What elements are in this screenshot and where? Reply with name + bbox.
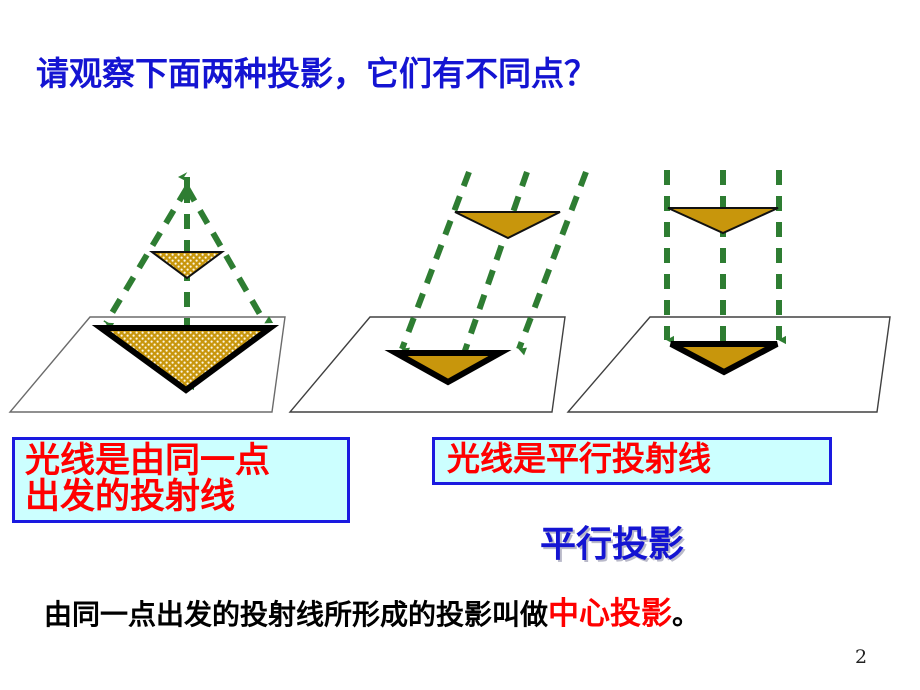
object-triangle [454,211,561,240]
light-rays [664,170,786,364]
orthographic-parallel-projection-diagram [566,170,891,413]
oblique-parallel-projection-diagram [288,170,589,413]
central-projection-callout: 光线是由同一点 出发的投射线 [12,437,350,523]
parallel-projection-callout: 光线是平行投射线 [432,437,832,485]
shadow-triangle [384,350,512,386]
definition-tail: 。 [672,598,701,631]
object-triangle [148,251,226,280]
light-rays [399,170,589,372]
page-title: 请观察下面两种投影，它们有不同点？ [36,54,597,93]
definition-lead: 由同一点出发的投射线所形成的投影叫做 [44,598,549,631]
parallel-projection-label: 平行投影 [540,524,685,565]
shadow-triangle [669,341,779,376]
definition-highlight: 中心投影 [548,596,673,632]
projection-figure [8,170,891,413]
definition-sentence: 由同一点出发的投射线所形成的投影叫做中心投影。 [44,588,700,633]
object-triangle [667,207,779,235]
page-number: 2 [855,646,868,668]
central-projection-diagram [8,172,286,413]
shadow-triangle [91,325,280,394]
